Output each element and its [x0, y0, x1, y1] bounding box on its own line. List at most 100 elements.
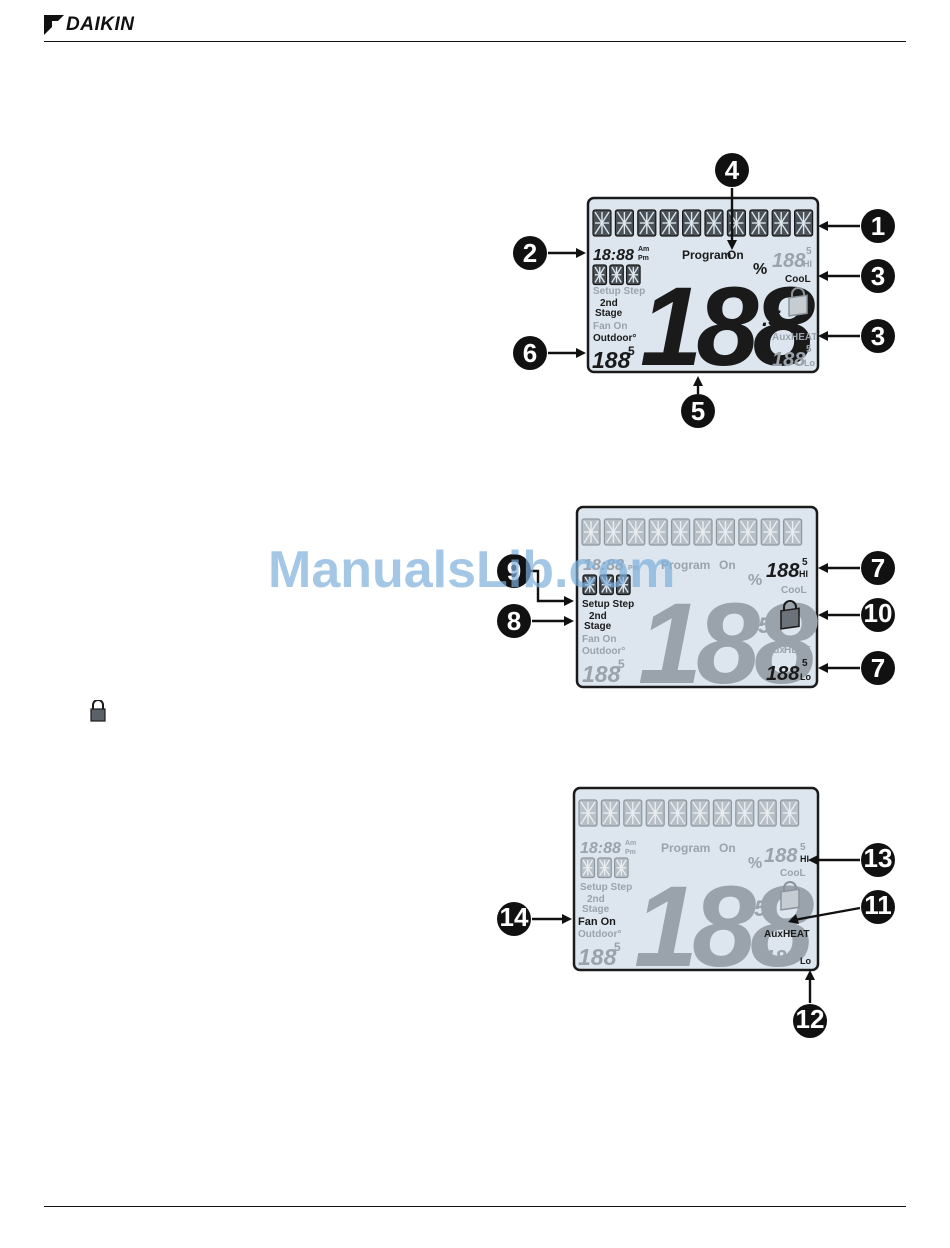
outdoor-temp-half: 5	[614, 940, 621, 954]
setpoint-lo-digits: 188	[766, 663, 800, 685]
main-temp-half: .5	[762, 306, 781, 331]
second-label: 2nd	[587, 894, 605, 905]
callout-badge: 13	[861, 843, 895, 877]
callout-badge: 14	[497, 902, 531, 936]
display-diagram-3: 18:88 Am Pm Program On % Setup Step 2nd …	[490, 780, 900, 1040]
heat-label: HEAT	[784, 645, 810, 656]
svg-text:2: 2	[523, 238, 537, 268]
callout-badge: 7	[861, 551, 895, 585]
segment-cell	[625, 264, 641, 286]
hi-label: HI	[803, 259, 812, 269]
svg-text:1: 1	[871, 211, 885, 241]
setpoint-lo-half: 5	[802, 658, 808, 669]
watermark: ManualsLib.com	[268, 541, 676, 599]
stage-label: Stage	[595, 308, 623, 319]
setup-step-label: Setup Step	[580, 882, 632, 893]
segment-cell	[715, 518, 735, 546]
svg-text:4: 4	[725, 155, 740, 185]
outdoor-temp-digits: 188	[592, 347, 631, 373]
display-diagram-2: 18:88 Pm Program On % Setup Step 2nd Sta…	[490, 495, 900, 708]
segment-cell	[726, 209, 746, 237]
clock-digits: 18:88	[580, 840, 621, 857]
setpoint-lo-half: 5	[806, 344, 812, 355]
segment-cell	[603, 518, 624, 546]
on-label: On	[719, 841, 736, 855]
main-temp-digits: 188	[640, 264, 816, 389]
day-segment-row	[580, 857, 629, 879]
segment-cell	[760, 518, 780, 546]
callout-badge: 7	[861, 651, 895, 685]
segment-cell	[671, 518, 691, 546]
lcd-screen	[572, 786, 820, 972]
outdoor-temp-half: 5	[628, 344, 635, 358]
fan-on-label: Fan On	[593, 321, 627, 332]
callout-badge: 6	[513, 336, 547, 370]
aux-label: Aux	[764, 929, 783, 940]
lock-icon	[90, 699, 106, 722]
segment-cell	[581, 518, 601, 546]
segment-cell	[771, 209, 791, 237]
outdoor-temp-half: 5	[618, 657, 625, 671]
segment-cell	[578, 799, 598, 827]
svg-text:11: 11	[864, 890, 892, 920]
setpoint-hi-digits: 188	[772, 250, 806, 272]
brand-name: DAIKIN	[66, 14, 135, 35]
lock-icon	[780, 881, 800, 911]
setpoint-lo-half: 5	[800, 942, 806, 953]
pm-label: Pm	[638, 255, 649, 262]
outdoor-label: Outdoor°	[582, 646, 625, 657]
segment-cell	[597, 857, 612, 879]
svg-text:12: 12	[796, 1004, 825, 1034]
heat-label: HEAT	[791, 332, 817, 343]
callout-badge: 10	[861, 598, 895, 632]
lo-label: Lo	[804, 358, 815, 368]
callout-badge: 8	[497, 604, 531, 638]
second-label: 2nd	[600, 298, 618, 309]
svg-text:3: 3	[871, 321, 885, 351]
svg-text:8: 8	[507, 606, 521, 636]
header-rule	[44, 41, 906, 42]
segment-cell	[592, 209, 612, 237]
svg-text:14: 14	[500, 902, 529, 932]
segment-cell	[648, 518, 668, 546]
setpoint-hi-digits: 188	[766, 560, 800, 582]
outdoor-label: Outdoor°	[593, 333, 636, 344]
segment-cell	[623, 799, 643, 827]
footer-rule	[44, 1206, 906, 1207]
daikin-logo: DAIKIN	[44, 13, 164, 37]
lcd-screen	[586, 196, 820, 374]
segment-cell	[580, 857, 596, 879]
segment-cell	[704, 209, 724, 237]
heat-label: HEAT	[783, 929, 809, 940]
day-segment-row	[592, 264, 641, 286]
setup-step-label: Setup Step	[593, 286, 645, 297]
segment-cell	[693, 518, 713, 546]
lo-label: Lo	[800, 672, 811, 682]
outdoor-temp-digits: 188	[578, 944, 617, 970]
daikin-logo-mark	[44, 15, 64, 35]
fan-on-label: Fan On	[582, 634, 616, 645]
aux-label: Aux	[766, 645, 785, 656]
program-label: Program	[661, 558, 710, 572]
program-label: Program	[682, 248, 731, 262]
on-label: On	[727, 248, 744, 262]
outdoor-label: Outdoor°	[578, 929, 621, 940]
setpoint-lo-digits: 188	[772, 349, 806, 371]
svg-text:6: 6	[523, 338, 537, 368]
segment-cell	[582, 574, 598, 596]
day-segment-row	[582, 574, 631, 596]
svg-text:9: 9	[507, 556, 521, 586]
clock-digits: 18:88	[593, 247, 634, 264]
svg-text:10: 10	[864, 598, 893, 628]
setup-step-label: Setup Step	[582, 599, 634, 610]
segment-cell	[609, 264, 624, 286]
cool-label: CooL	[785, 274, 811, 285]
lock-icon	[788, 287, 808, 317]
callout-badge: 12	[793, 1004, 827, 1038]
main-temp-half: .5	[752, 613, 771, 638]
setpoint-lo-digits: 188	[764, 947, 798, 969]
program-label: Program	[661, 841, 710, 855]
character-segment-row	[581, 518, 803, 546]
segment-cell	[690, 799, 710, 827]
setpoint-hi-half: 5	[802, 557, 808, 568]
